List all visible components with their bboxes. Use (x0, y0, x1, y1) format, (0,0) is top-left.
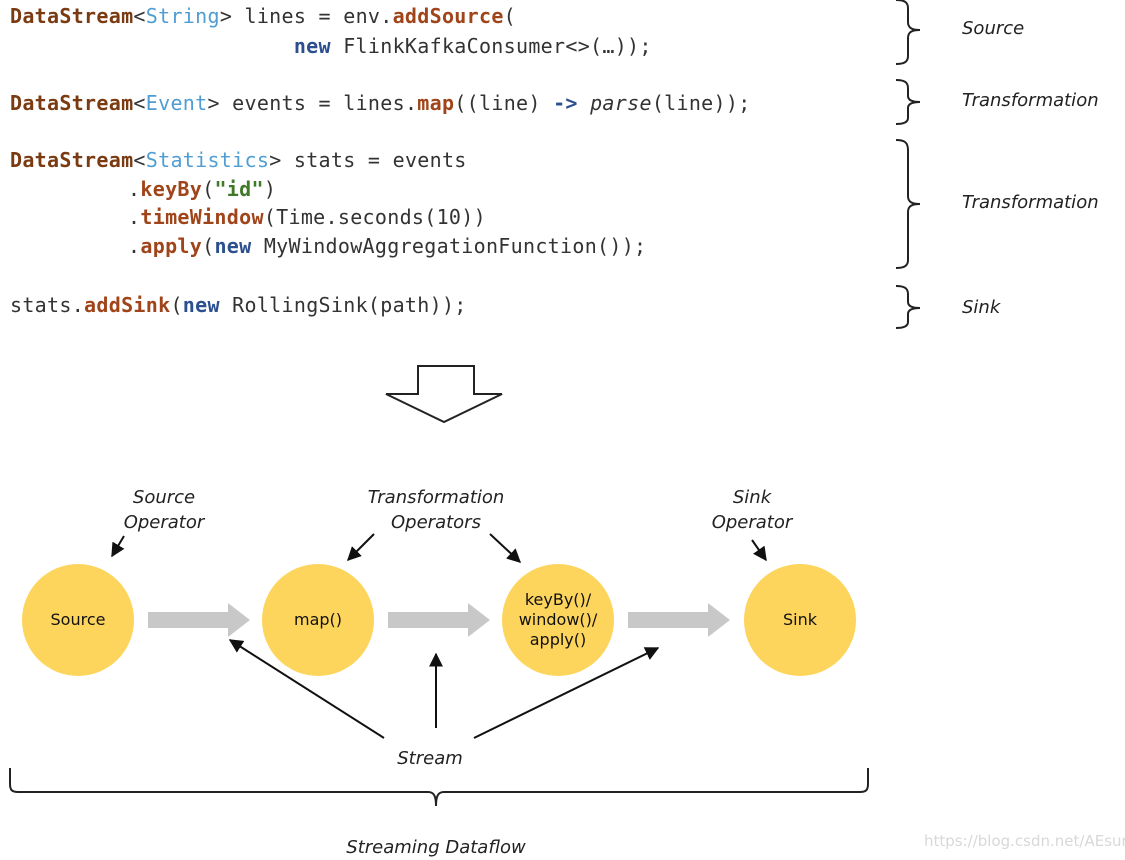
code-text: ( (202, 234, 215, 258)
label-line: Operators (391, 512, 481, 533)
code-string: "id" (214, 177, 264, 201)
stream-arrow (473, 647, 660, 739)
code-text: RollingSink(path)); (219, 293, 467, 317)
node-source: Source (22, 564, 134, 676)
stream-arrow (228, 639, 385, 739)
node-window: keyBy()/ window()/ apply() (502, 564, 614, 676)
code-method: map (417, 91, 455, 115)
code-indent: . (54, 177, 141, 201)
code-text: lines = env. (232, 4, 393, 28)
code-keyword-new: new (293, 34, 331, 58)
label-line: Operator (711, 512, 793, 533)
code-angle-close: > (219, 4, 233, 28)
code-text: stats. (10, 293, 85, 317)
code-generic: Statistics (145, 148, 270, 172)
code-text: MyWindowAggregationFunction()); (251, 234, 647, 258)
node-label: Source (50, 610, 106, 629)
flow-arrow-icon (388, 603, 490, 637)
brace-source (895, 0, 921, 65)
code-text: ( (170, 293, 183, 317)
pointer-arrow (751, 539, 767, 562)
pointer-arrow (111, 535, 125, 558)
code-angle-close: > (269, 148, 282, 172)
code-method: addSource (392, 4, 504, 28)
code-method: apply (140, 234, 203, 258)
label-streaming-dataflow: Streaming Dataflow (346, 837, 526, 858)
node-label: window()/ (518, 610, 598, 629)
code-angle-close: > (207, 91, 220, 115)
code-angle-open: < (133, 91, 146, 115)
flow-arrow-icon (148, 603, 250, 637)
node-map: map() (262, 564, 374, 676)
code-line-7: .apply(new MyWindowAggregationFunction()… (54, 232, 646, 260)
code-generic: String (145, 4, 220, 28)
code-line-6: .timeWindow(Time.seconds(10)) (54, 203, 486, 231)
code-call: parse (590, 91, 652, 115)
code-indent: . (54, 234, 141, 258)
code-text: FlinkKafkaConsumer<>(…)); (330, 34, 652, 58)
code-line-2: new FlinkKafkaConsumer<>(…)); (10, 32, 652, 60)
label-line: Operator (123, 512, 205, 533)
label-source-operator: Source Operator (104, 485, 224, 535)
code-text: stats = events (281, 148, 467, 172)
watermark: https://blog.csdn.net/AEsun (924, 832, 1125, 850)
node-label: Sink (782, 610, 817, 629)
node-label: map() (293, 610, 343, 629)
brace-streaming-dataflow (9, 768, 869, 807)
pointer-arrow (347, 533, 375, 561)
code-text: ) (263, 177, 277, 201)
code-indent: . (54, 205, 141, 229)
code-text: (Time.seconds(10)) (263, 205, 486, 229)
brace-label-transformation: Transformation (962, 90, 1099, 111)
brace-sink (895, 285, 921, 329)
down-arrow-icon (385, 365, 503, 424)
node-label: apply() (529, 630, 587, 649)
pointer-arrow (489, 533, 522, 563)
code-method: keyBy (140, 177, 203, 201)
code-line-3: DataStream<Event> events = lines.map((li… (10, 89, 751, 117)
label-sink-operator: Sink Operator (692, 485, 812, 535)
brace-transformation-1 (895, 79, 921, 125)
label-line: Sink (732, 487, 772, 508)
code-lambda-arrow: -> (553, 91, 578, 115)
flow-arrow-icon (628, 603, 730, 637)
code-angle-open: < (133, 4, 146, 28)
code-type: DataStream (10, 4, 134, 28)
brace-transformation-2 (895, 139, 921, 269)
node-sink: Sink (744, 564, 856, 676)
label-line: Source (132, 487, 196, 508)
code-text: ((line) (454, 91, 554, 115)
code-line-4: DataStream<Statistics> stats = events (10, 146, 467, 174)
label-stream: Stream (397, 748, 463, 769)
brace-label-transformation: Transformation (962, 192, 1099, 213)
code-generic: Event (145, 91, 208, 115)
code-text: events = lines. (219, 91, 418, 115)
label-transformation-operators: Transformation Operators (346, 485, 526, 535)
node-label: keyBy()/ (524, 590, 592, 609)
code-keyword-new: new (182, 293, 220, 317)
code-text: ( (202, 177, 215, 201)
code-keyword-new: new (214, 234, 252, 258)
code-type: DataStream (10, 91, 134, 115)
brace-label-source: Source (962, 18, 1025, 39)
brace-label-sink: Sink (962, 297, 1001, 318)
code-method: addSink (84, 293, 171, 317)
code-line-8: stats.addSink(new RollingSink(path)); (10, 291, 467, 319)
code-angle-open: < (133, 148, 146, 172)
code-method: timeWindow (140, 205, 264, 229)
code-line-1: DataStream<String> lines = env.addSource… (10, 2, 516, 30)
label-line: Transformation (367, 487, 505, 508)
code-text: ( (503, 4, 517, 28)
code-text: (line)); (651, 91, 751, 115)
code-line-5: .keyBy("id") (54, 175, 276, 203)
code-type: DataStream (10, 148, 134, 172)
